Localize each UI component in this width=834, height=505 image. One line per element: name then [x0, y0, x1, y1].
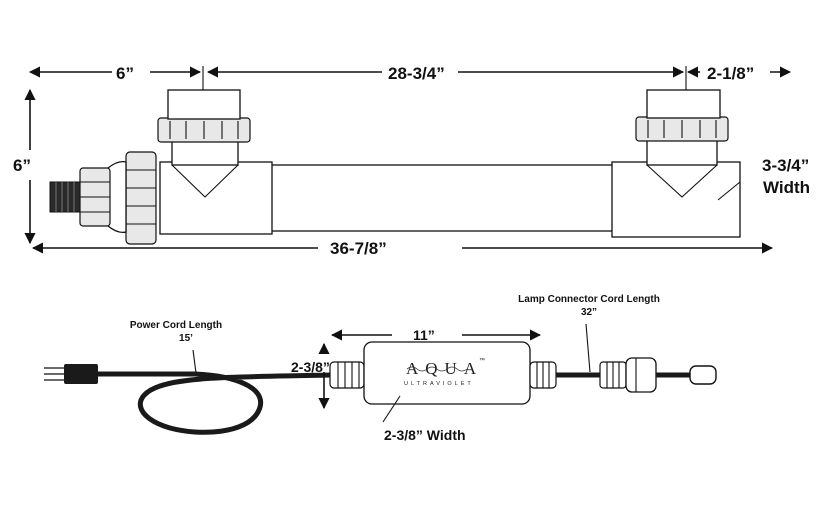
left-pipe-stub: [167, 89, 241, 120]
right-housing: [611, 161, 741, 238]
dim-top-right: 2-1/8”: [707, 64, 754, 83]
left-port-neck: [171, 139, 239, 166]
left-housing: [159, 161, 273, 235]
power-cord: [95, 371, 333, 435]
bottom-dimension-lines: [318, 329, 542, 410]
right-nut-ridges: [647, 120, 717, 138]
dim-top-left: 6”: [116, 64, 134, 83]
aqua-logo-tagline: ULTRAVIOLET: [404, 381, 474, 387]
right-port-neck: [646, 139, 718, 166]
lamp-cord-title: Lamp Connector Cord Length: [518, 294, 660, 305]
aqua-logo: AQUA: [406, 359, 483, 378]
main-tube: [269, 164, 616, 232]
ballast-assembly: [44, 323, 717, 435]
left-funnel: [171, 164, 239, 198]
lamp-connector-cap: [625, 357, 657, 393]
lamp-cord-value: 32”: [581, 307, 597, 318]
power-cord-leader: [192, 349, 197, 374]
dim-body-width: 3-3/4”: [762, 156, 809, 175]
end-cap-ring: [125, 151, 157, 245]
right-funnel: [646, 164, 718, 198]
dim-ballast-length: 11”: [413, 327, 435, 343]
dim-ballast-width: 2-3/8” Width: [384, 427, 466, 443]
top-dimension-lines: [24, 66, 792, 254]
dim-top-middle: 28-3/4”: [388, 64, 445, 83]
lamp-cord-leader: [585, 323, 591, 373]
aqua-logo-tm: ™: [479, 357, 485, 364]
dim-overall-length: 36-7/8”: [330, 239, 387, 258]
power-cord-title: Power Cord Length: [130, 320, 222, 331]
threaded-fitting: [49, 181, 81, 213]
uv-unit-drawing: [49, 89, 741, 245]
logo-wave-icon: [406, 366, 468, 372]
power-plug: [44, 364, 98, 384]
end-cap-dome: [107, 160, 127, 234]
lamp-plug: [689, 365, 717, 385]
dim-ballast-height: 2-3/8”: [291, 359, 330, 375]
dim-body-width-label: Width: [763, 178, 810, 197]
left-nut-ridges: [169, 121, 239, 139]
width-leader: [717, 181, 741, 201]
dim-height: 6”: [13, 156, 31, 175]
right-pipe-stub: [646, 89, 721, 119]
power-cord-value: 15’: [179, 333, 193, 344]
ballast-width-leader: [382, 395, 401, 423]
